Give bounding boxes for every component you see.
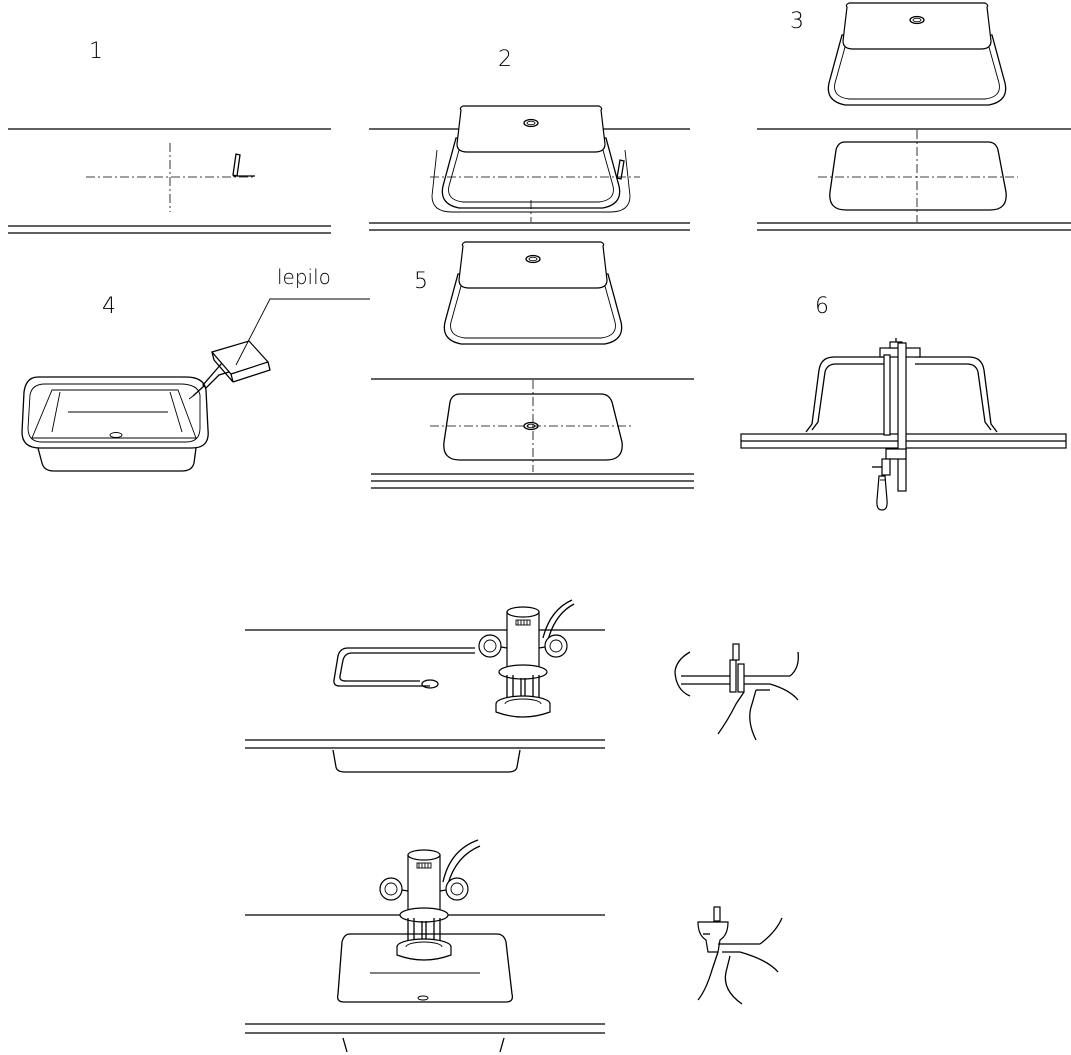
router-edge-detail-b [697, 906, 783, 1005]
glue-label: lepilo [277, 265, 331, 289]
step-6-clamp [740, 338, 1067, 511]
step-number-6: 6 [815, 294, 829, 319]
step-4-glue [21, 298, 370, 472]
router-icon [379, 849, 469, 961]
step-number-3: 3 [790, 9, 804, 34]
step-number-5: 5 [414, 269, 428, 294]
step-1-marking [8, 128, 331, 234]
step-2-tracing [369, 105, 690, 231]
step-number-1: 1 [89, 39, 103, 64]
step-number-2: 2 [498, 47, 512, 72]
basin-icon [21, 376, 209, 472]
step-number-4: 4 [102, 294, 116, 319]
step-3-lift [757, 2, 1071, 231]
router-cutting-panel [245, 599, 605, 773]
clamp-icon [872, 338, 921, 511]
pencil-icon [232, 153, 255, 177]
router-trimming-panel [245, 839, 605, 1053]
pencil-icon [616, 159, 625, 180]
step-5-install [371, 241, 694, 489]
router-edge-detail-a [674, 643, 799, 741]
glue-bottle-icon [188, 340, 271, 400]
